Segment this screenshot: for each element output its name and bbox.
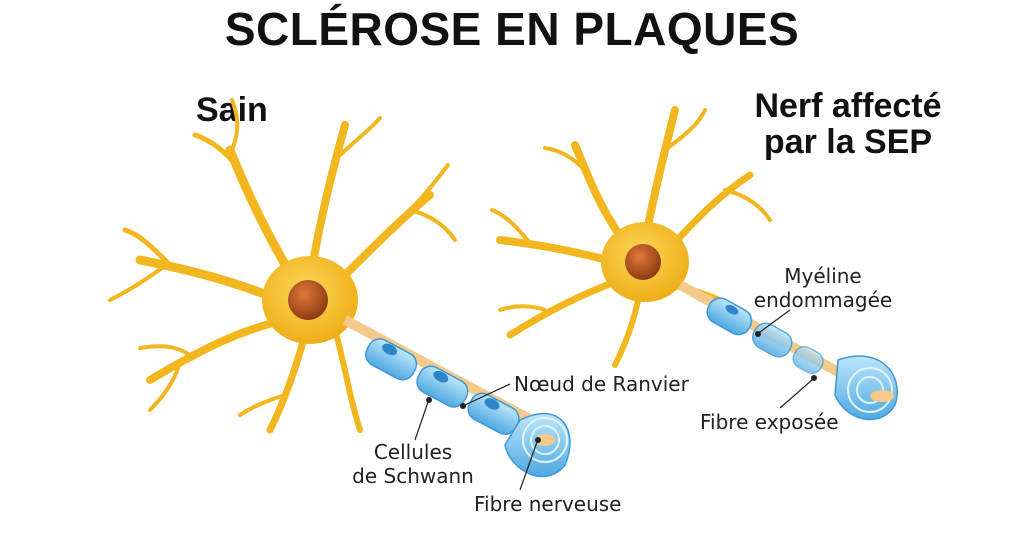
schwann-cell [416, 365, 469, 408]
page-title: SCLÉROSE EN PLAQUES [224, 3, 800, 55]
healthy-neuron [108, 98, 571, 491]
label-exposed-fibre: Fibre exposée [700, 410, 839, 434]
leader-schwann [414, 401, 429, 441]
label-node-of-ranvier: Nœud de Ranvier [514, 372, 689, 396]
label-damaged-myelin: Myéline endommagée [738, 264, 908, 312]
ms-neuron [490, 106, 898, 421]
schwann-cell [365, 338, 418, 381]
damaged-myelin-segment [792, 345, 824, 375]
damaged-myelin-segment [706, 297, 753, 336]
label-schwann-cells: Cellules de Schwann [348, 440, 478, 488]
label-nerve-fibre: Fibre nerveuse [474, 492, 622, 516]
healthy-nucleus [288, 280, 328, 320]
label-schwann-line1: Cellules [373, 440, 453, 464]
leader-myelin [759, 309, 791, 333]
ms-damaged-myelin [706, 297, 898, 421]
ms-panel-title-line1: Nerf affecté [754, 87, 942, 125]
leader-fibre [519, 441, 538, 491]
leader-fibre-exposed [779, 379, 813, 409]
label-schwann-line2: de Schwann [352, 464, 474, 488]
ms-panel-title: Nerf affecté par la SEP [738, 88, 958, 160]
label-myelin-line1: Myéline [784, 264, 862, 288]
ms-nucleus [625, 244, 661, 280]
leader-ranvier [464, 383, 511, 406]
damaged-myelin-segment [752, 322, 793, 358]
label-myelin-line2: endommagée [753, 288, 893, 312]
healthy-panel-title: Sain [196, 91, 268, 129]
ms-panel-title-line2: par la SEP [763, 123, 933, 161]
healthy-myelin-sheath [365, 338, 571, 478]
